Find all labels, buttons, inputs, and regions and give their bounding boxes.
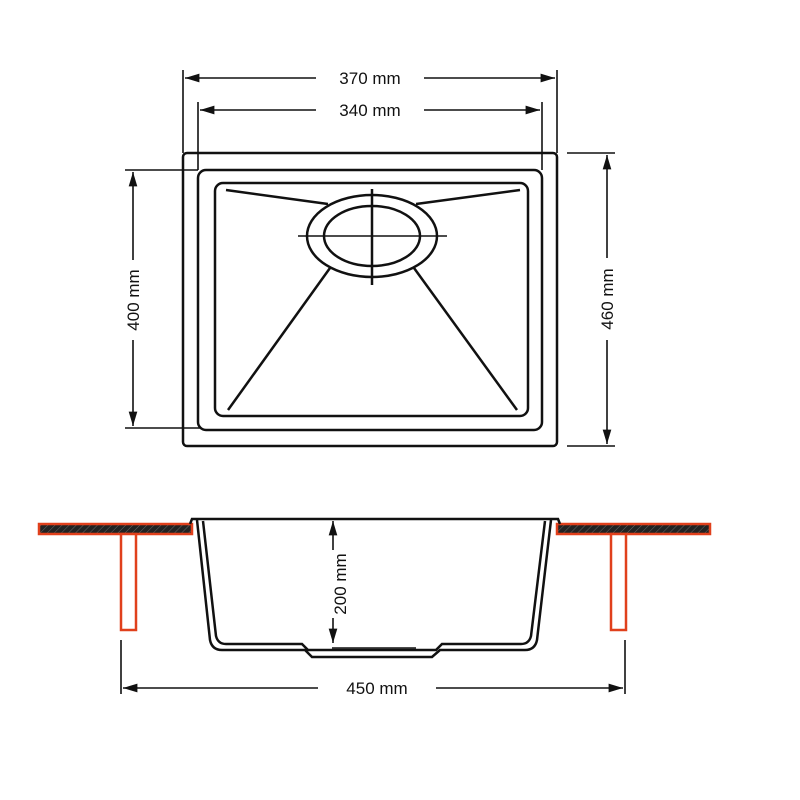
cutout-width-label: 450 mm	[346, 679, 407, 698]
dimension-depth: 200 mm	[328, 521, 350, 643]
dimension-inner-length: 400 mm	[124, 169, 200, 429]
sink-bowl-edge	[196, 168, 544, 432]
outer-width-label: 370 mm	[339, 69, 400, 88]
inner-width-label: 340 mm	[339, 101, 400, 120]
dimension-cutout-width: 450 mm	[120, 640, 626, 698]
side-view: 200 mm 450 mm	[37, 517, 712, 698]
inner-length-label: 400 mm	[124, 269, 143, 330]
support-left	[119, 532, 138, 632]
sink-bowl-floor	[213, 181, 530, 418]
countertop-left	[37, 522, 194, 536]
depth-label: 200 mm	[331, 553, 350, 614]
slope-lines	[225, 188, 521, 411]
outer-length-label: 460 mm	[598, 268, 617, 329]
sink-rim	[188, 517, 562, 525]
dimension-outer-width: 370 mm	[182, 69, 558, 153]
dimension-inner-width: 340 mm	[197, 101, 543, 170]
sink-outer-rim	[181, 151, 559, 448]
sink-inner-profile	[201, 520, 547, 652]
top-view: 370 mm 340 mm 400 mm 460 mm	[124, 69, 617, 448]
sink-outer-profile	[195, 519, 553, 659]
dimension-outer-length: 460 mm	[567, 152, 617, 447]
support-right	[609, 532, 628, 632]
countertop-right	[555, 522, 712, 536]
drain	[298, 189, 447, 285]
